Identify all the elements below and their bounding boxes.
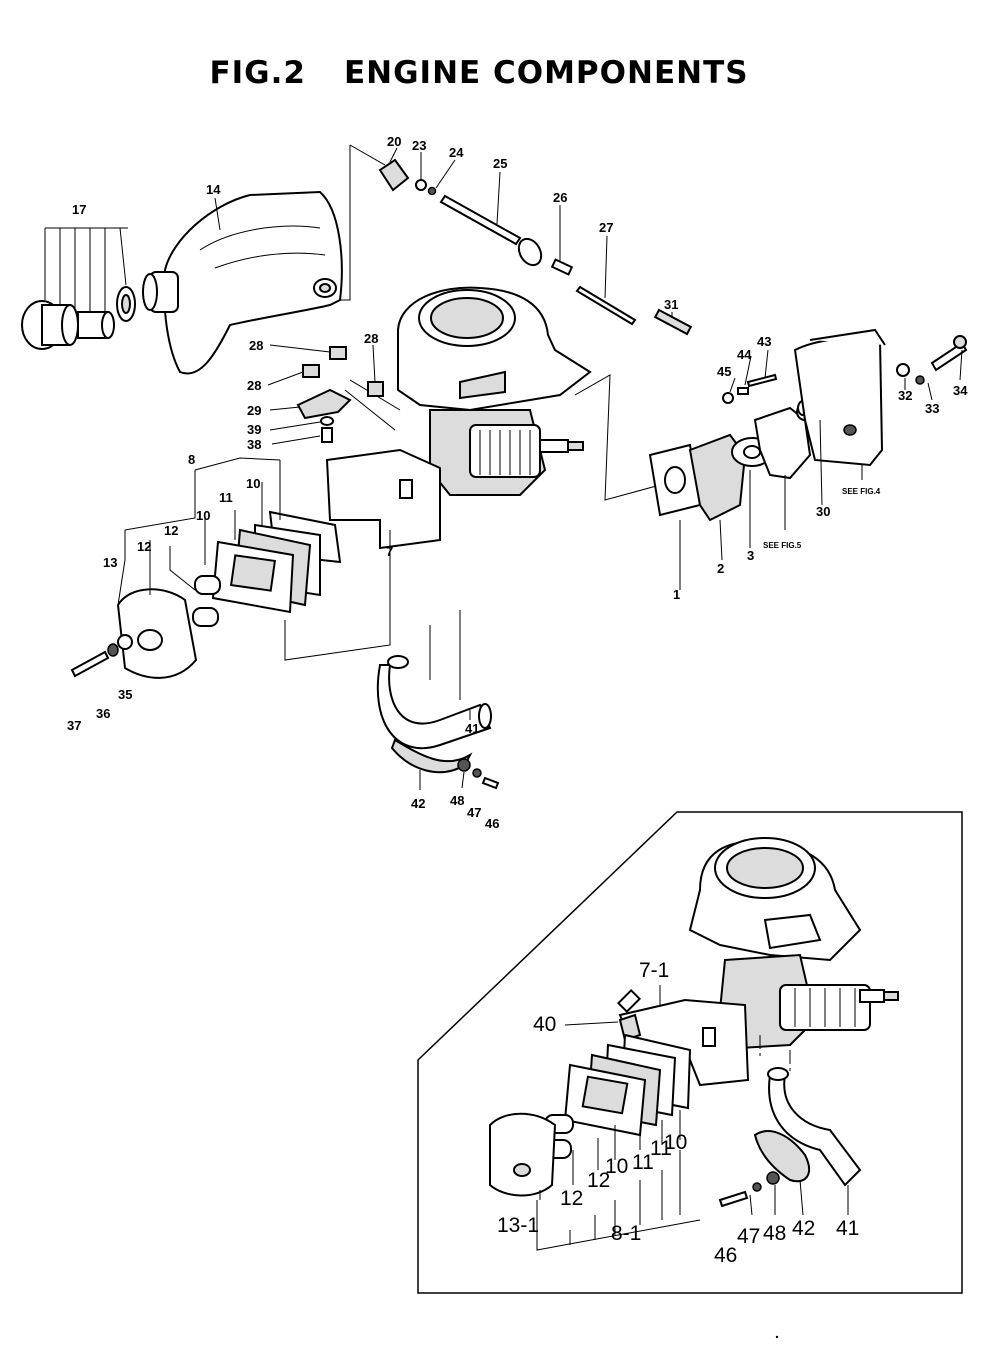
label-10-top: 10 <box>246 476 260 491</box>
label-13: 13 <box>103 555 117 570</box>
inset-label-42: 42 <box>792 1217 815 1240</box>
label-17: 17 <box>72 202 86 217</box>
label-43: 43 <box>757 334 771 349</box>
label-8: 8 <box>188 452 195 467</box>
inset-label-47: 47 <box>737 1225 760 1248</box>
label-38: 38 <box>247 437 261 452</box>
inset-label-40: 40 <box>533 1013 556 1036</box>
label-27: 27 <box>599 220 613 235</box>
shaft-parts <box>378 158 693 336</box>
label-48: 48 <box>450 793 464 808</box>
leader-lines-shaft <box>340 144 673 318</box>
label-28-right: 28 <box>364 331 378 346</box>
leader-lines-carburetor <box>679 349 963 590</box>
label-36: 36 <box>96 706 110 721</box>
label-41: 41 <box>465 721 479 736</box>
label-28-mid: 28 <box>247 378 261 393</box>
muffler-assembly <box>70 510 342 679</box>
note-see-fig-5: SEE FIG.5 <box>763 541 802 550</box>
carburetor-parts <box>648 373 814 522</box>
label-11: 11 <box>219 490 233 505</box>
label-33: 33 <box>925 401 939 416</box>
inset-label-10-left: 10 <box>605 1155 628 1178</box>
label-12-right: 12 <box>164 523 178 538</box>
label-2: 2 <box>717 561 724 576</box>
figure-number: FIG.2 <box>209 55 306 91</box>
label-39: 39 <box>247 422 261 437</box>
inset-label-46: 46 <box>714 1244 737 1267</box>
label-25: 25 <box>493 156 507 171</box>
label-10-left: 10 <box>196 508 210 523</box>
inset-label-48: 48 <box>763 1222 786 1245</box>
ignition-parts <box>296 346 384 443</box>
label-24: 24 <box>449 145 464 160</box>
label-34: 34 <box>953 383 968 398</box>
inset-label-41: 41 <box>836 1217 859 1240</box>
label-28-top: 28 <box>249 338 263 353</box>
gasket-plate <box>325 448 441 560</box>
exhaust-pipe <box>376 655 500 790</box>
label-32: 32 <box>898 388 912 403</box>
inset-panel: 7-1 40 13-1 12 12 10 11 11 10 8-1 46 47 … <box>417 811 963 1294</box>
label-37: 37 <box>67 718 81 733</box>
label-23: 23 <box>412 138 426 153</box>
inset-label-10-right: 10 <box>664 1131 687 1154</box>
inset-muffler-stack <box>489 1033 692 1197</box>
figure-title: FIG.2 ENGINE COMPONENTS <box>0 55 958 91</box>
label-35: 35 <box>118 687 132 702</box>
engine-main <box>397 286 592 496</box>
label-12-left: 12 <box>137 539 151 554</box>
label-14: 14 <box>206 182 221 197</box>
label-20: 20 <box>387 134 401 149</box>
label-31: 31 <box>664 297 678 312</box>
stray-dot <box>775 1335 779 1339</box>
inset-label-11-left: 11 <box>632 1151 654 1174</box>
fuel-cap-assembly <box>21 286 136 350</box>
label-42: 42 <box>411 796 425 811</box>
leader-lines-muffler <box>117 457 391 661</box>
figure-name: ENGINE COMPONENTS <box>343 55 749 91</box>
leader-lines-ignition <box>267 344 376 445</box>
leader-lines-cap <box>44 197 221 314</box>
note-see-fig-4: SEE FIG.4 <box>842 487 881 496</box>
label-30: 30 <box>816 504 830 519</box>
inset-label-11-right: 11 <box>650 1137 672 1160</box>
fuel-tank <box>142 190 343 375</box>
label-44: 44 <box>737 347 752 362</box>
inset-exhaust-pipe <box>718 1067 862 1208</box>
label-7: 7 <box>386 544 393 559</box>
inset-leader-lines <box>536 985 849 1251</box>
label-3: 3 <box>747 548 754 563</box>
label-47: 47 <box>467 805 481 820</box>
inset-label-12-left: 12 <box>560 1187 583 1210</box>
label-1: 1 <box>673 587 680 602</box>
inset-labels: 7-1 40 13-1 12 12 10 11 11 10 8-1 46 47 … <box>497 959 859 1267</box>
part-labels: 17 14 20 23 24 25 26 27 31 28 28 28 29 3… <box>67 134 968 831</box>
label-45: 45 <box>717 364 731 379</box>
inset-label-8-1: 8-1 <box>611 1222 641 1245</box>
inset-label-7-1: 7-1 <box>639 959 669 982</box>
label-26: 26 <box>553 190 567 205</box>
label-29: 29 <box>247 403 261 418</box>
label-46: 46 <box>485 816 499 831</box>
air-filter-case <box>793 328 968 467</box>
inset-label-12-right: 12 <box>587 1169 610 1192</box>
leader-lines-exhaust <box>419 610 471 790</box>
inset-label-13-1: 13-1 <box>497 1214 539 1237</box>
